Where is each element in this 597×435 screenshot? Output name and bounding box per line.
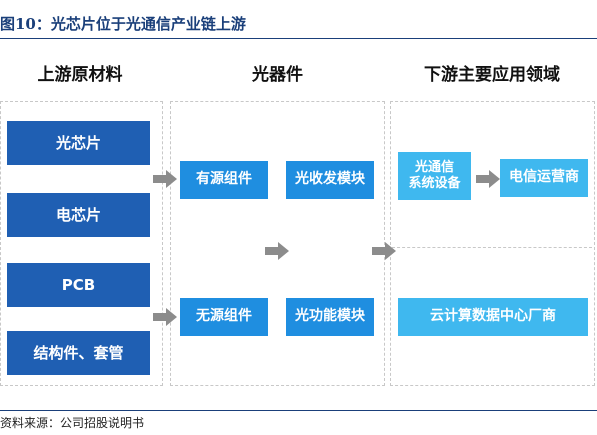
midstream-region xyxy=(170,101,385,386)
arrow-right-icon xyxy=(372,242,396,260)
box-functional-module: 光功能模块 xyxy=(286,298,374,336)
box-optical-chip: 光芯片 xyxy=(7,121,150,165)
box-pcb: PCB xyxy=(7,263,150,307)
box-structural-parts: 结构件、套管 xyxy=(7,331,150,375)
header-upstream: 上游原材料 xyxy=(37,65,123,85)
source-note: 资料来源：公司招股说明书 xyxy=(0,416,145,430)
downstream-region xyxy=(390,101,595,386)
arrow-right-icon xyxy=(153,308,177,326)
arrow-right-icon xyxy=(153,170,177,188)
header-midstream: 光器件 xyxy=(252,65,303,85)
box-passive-components: 无源组件 xyxy=(180,298,268,336)
arrow-right-icon xyxy=(265,242,289,260)
upstream-region xyxy=(0,101,163,386)
header-downstream: 下游主要应用领域 xyxy=(424,65,560,85)
box-telecom-operators: 电信运营商 xyxy=(500,159,588,197)
box-cloud-datacenter: 云计算数据中心厂商 xyxy=(398,298,588,336)
box-electrical-chip: 电芯片 xyxy=(7,193,150,237)
downstream-divider xyxy=(392,247,592,248)
box-active-components: 有源组件 xyxy=(180,161,268,199)
source-rule xyxy=(0,410,597,411)
box-telecom-equipment: 光通信 系统设备 xyxy=(398,152,471,200)
box-transceiver-module: 光收发模块 xyxy=(286,161,374,199)
figure-title: 图10：光芯片位于光通信产业链上游 xyxy=(0,15,246,33)
arrow-right-icon xyxy=(476,170,500,188)
title-rule xyxy=(0,38,597,39)
